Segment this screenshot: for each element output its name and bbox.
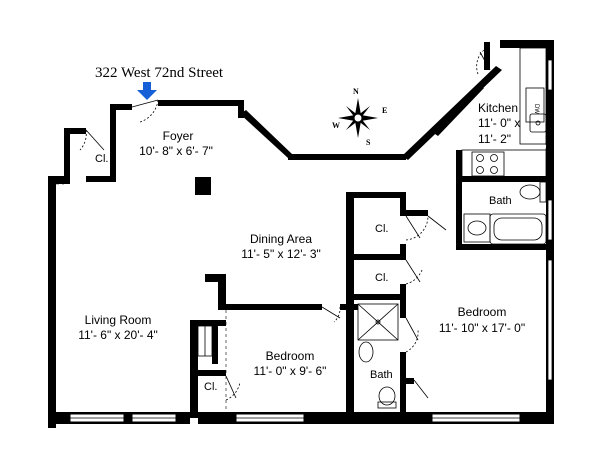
toilet-icon	[519, 181, 547, 203]
compass-rose-icon	[338, 98, 378, 138]
foyer-dims: 10'- 8" x 6'- 7"	[139, 144, 213, 158]
compass-north-label: N	[353, 87, 359, 96]
dining-name: Dining Area	[250, 232, 312, 246]
bedroom-large-dims: 11'- 10" x 17'- 0"	[439, 321, 525, 335]
bath-label-upper: Bath	[489, 195, 512, 207]
bedroom-small-dims: 11'- 0" x 9'- 6"	[254, 364, 327, 378]
windows	[69, 59, 553, 423]
dining-dims: 11'- 5" x 12'- 3"	[241, 247, 321, 261]
sink-icon	[358, 341, 374, 363]
bath-label-lower: Bath	[370, 369, 393, 381]
door-swings	[79, 49, 491, 401]
stove-icon	[471, 151, 505, 177]
structural-column	[195, 177, 211, 195]
kitchen-dims-line1: 11'- 0" x	[478, 116, 520, 130]
kitchen-counters	[461, 47, 547, 179]
toilet-icon	[377, 386, 397, 409]
closet-label-lower: Cl.	[204, 381, 217, 393]
wall-segment	[48, 176, 70, 184]
entry-arrow-icon	[137, 82, 157, 100]
appliance-box	[525, 87, 545, 123]
compass-east-label: E	[382, 106, 387, 115]
dishwasher-label: DW	[533, 104, 539, 114]
closet-shelves	[197, 325, 213, 357]
west-wall	[48, 176, 56, 428]
sink-icon	[463, 213, 491, 243]
address-title: 322 West 72nd Street	[95, 65, 224, 81]
partition-lines	[56, 130, 547, 412]
living-name: Living Room	[85, 313, 152, 327]
closet-label-foyer: Cl.	[95, 153, 108, 165]
closet-label-upper: Cl.	[375, 223, 388, 235]
compass-south-label: S	[366, 138, 371, 147]
foyer-name: Foyer	[163, 129, 194, 143]
bedroom-small-name: Bedroom	[266, 349, 315, 363]
bedroom-large-name: Bedroom	[458, 305, 507, 319]
closet-label-middle: Cl.	[375, 272, 388, 284]
sink-icon	[529, 113, 547, 133]
bathtub-icon	[489, 213, 547, 245]
kitchen-name: Kitchen	[478, 101, 518, 115]
kitchen-dims-line2: 11'- 2"	[478, 132, 511, 146]
shower-icon	[357, 303, 399, 341]
living-dims: 11'- 6" x 20'- 4"	[78, 328, 158, 342]
compass-west-label: W	[332, 121, 340, 130]
